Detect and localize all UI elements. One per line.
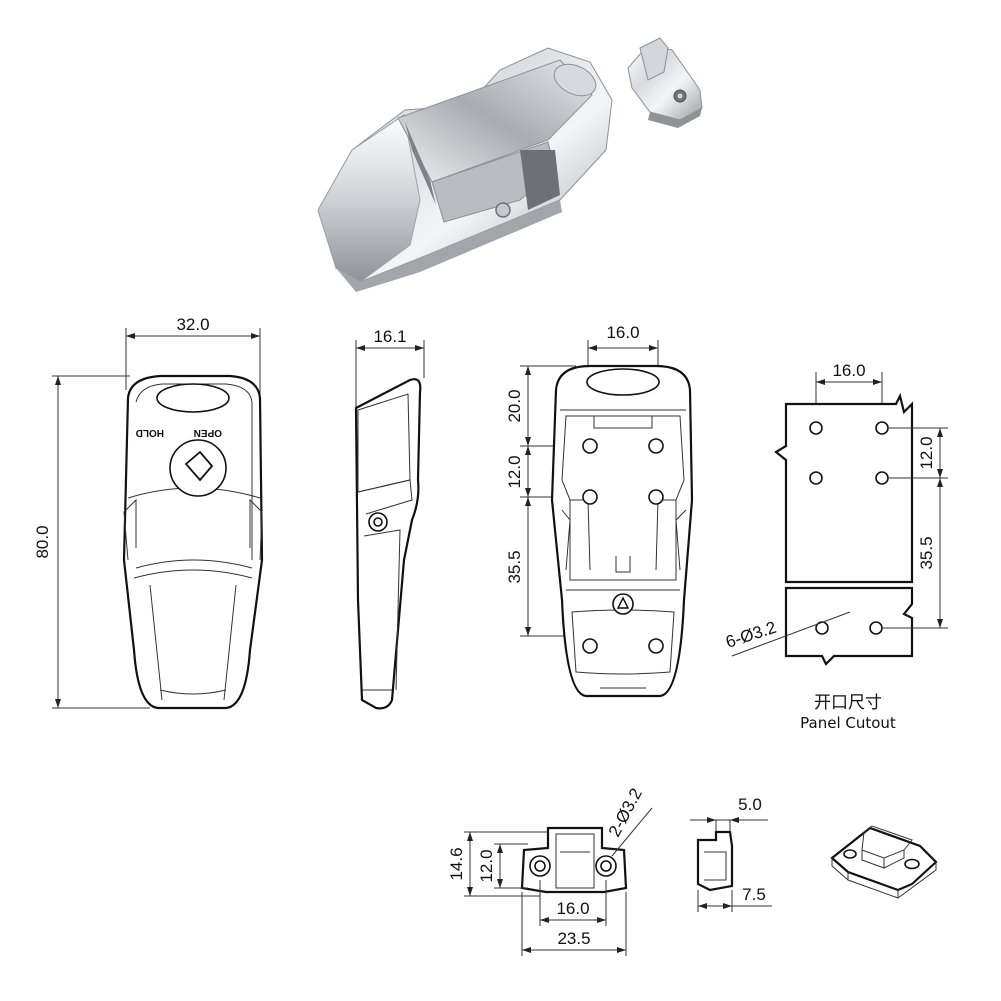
panel-dim-lower: 35.5 (917, 536, 936, 569)
front-height-dim: 80.0 (33, 525, 52, 558)
back-view: 16.0 20.0 12.0 35.5 (505, 323, 694, 698)
keeper-isometric (830, 825, 938, 899)
panel-width-dim: 16.0 (832, 361, 865, 380)
lock-cam-icon (184, 450, 214, 482)
front-width-dim: 32.0 (176, 315, 209, 334)
keeper-front-view: 14.6 12.0 16.0 23.5 2-Ø3.2 (447, 785, 653, 956)
back-dim-mid: 12.0 (505, 455, 524, 488)
keeper-photo (627, 37, 703, 128)
keeper-dim-outer-w: 23.5 (557, 929, 590, 948)
keeper-dim-inner-w: 16.0 (556, 899, 589, 918)
keeper-dim-outer-h: 14.6 (447, 847, 466, 880)
back-dim-bottom: 35.5 (505, 550, 524, 583)
side-view: 16.1 (354, 327, 425, 710)
panel-caption-cn: 开口尺寸 (814, 693, 882, 713)
keeper-side-dim-bottom: 7.5 (742, 885, 766, 904)
keeper-side-view: 5.0 7.5 (690, 795, 772, 912)
back-dim-top: 20.0 (505, 389, 524, 422)
panel-hole-label: 6-Ø3.2 (723, 618, 778, 652)
panel-caption-en: Panel Cutout (800, 714, 896, 732)
panel-dim-upper: 12.0 (917, 436, 936, 469)
keeper-hole-label: 2-Ø3.2 (605, 785, 646, 840)
arrow-mark-icon (616, 596, 630, 609)
keeper-side-dim-top: 5.0 (738, 795, 762, 814)
open-mark: OPEN (194, 427, 222, 438)
hold-mark: HOLD (136, 427, 164, 438)
side-width-dim: 16.1 (373, 327, 406, 346)
panel-cutout: 16.0 12.0 35.5 6-Ø3.2 开口尺寸 Panel Cutout (723, 361, 948, 732)
front-view: 32.0 80.0 HOLD OPEN (33, 315, 264, 710)
latch-photo (317, 47, 613, 292)
back-width-dim: 16.0 (606, 323, 639, 342)
keeper-dim-inner-h: 12.0 (477, 849, 496, 882)
